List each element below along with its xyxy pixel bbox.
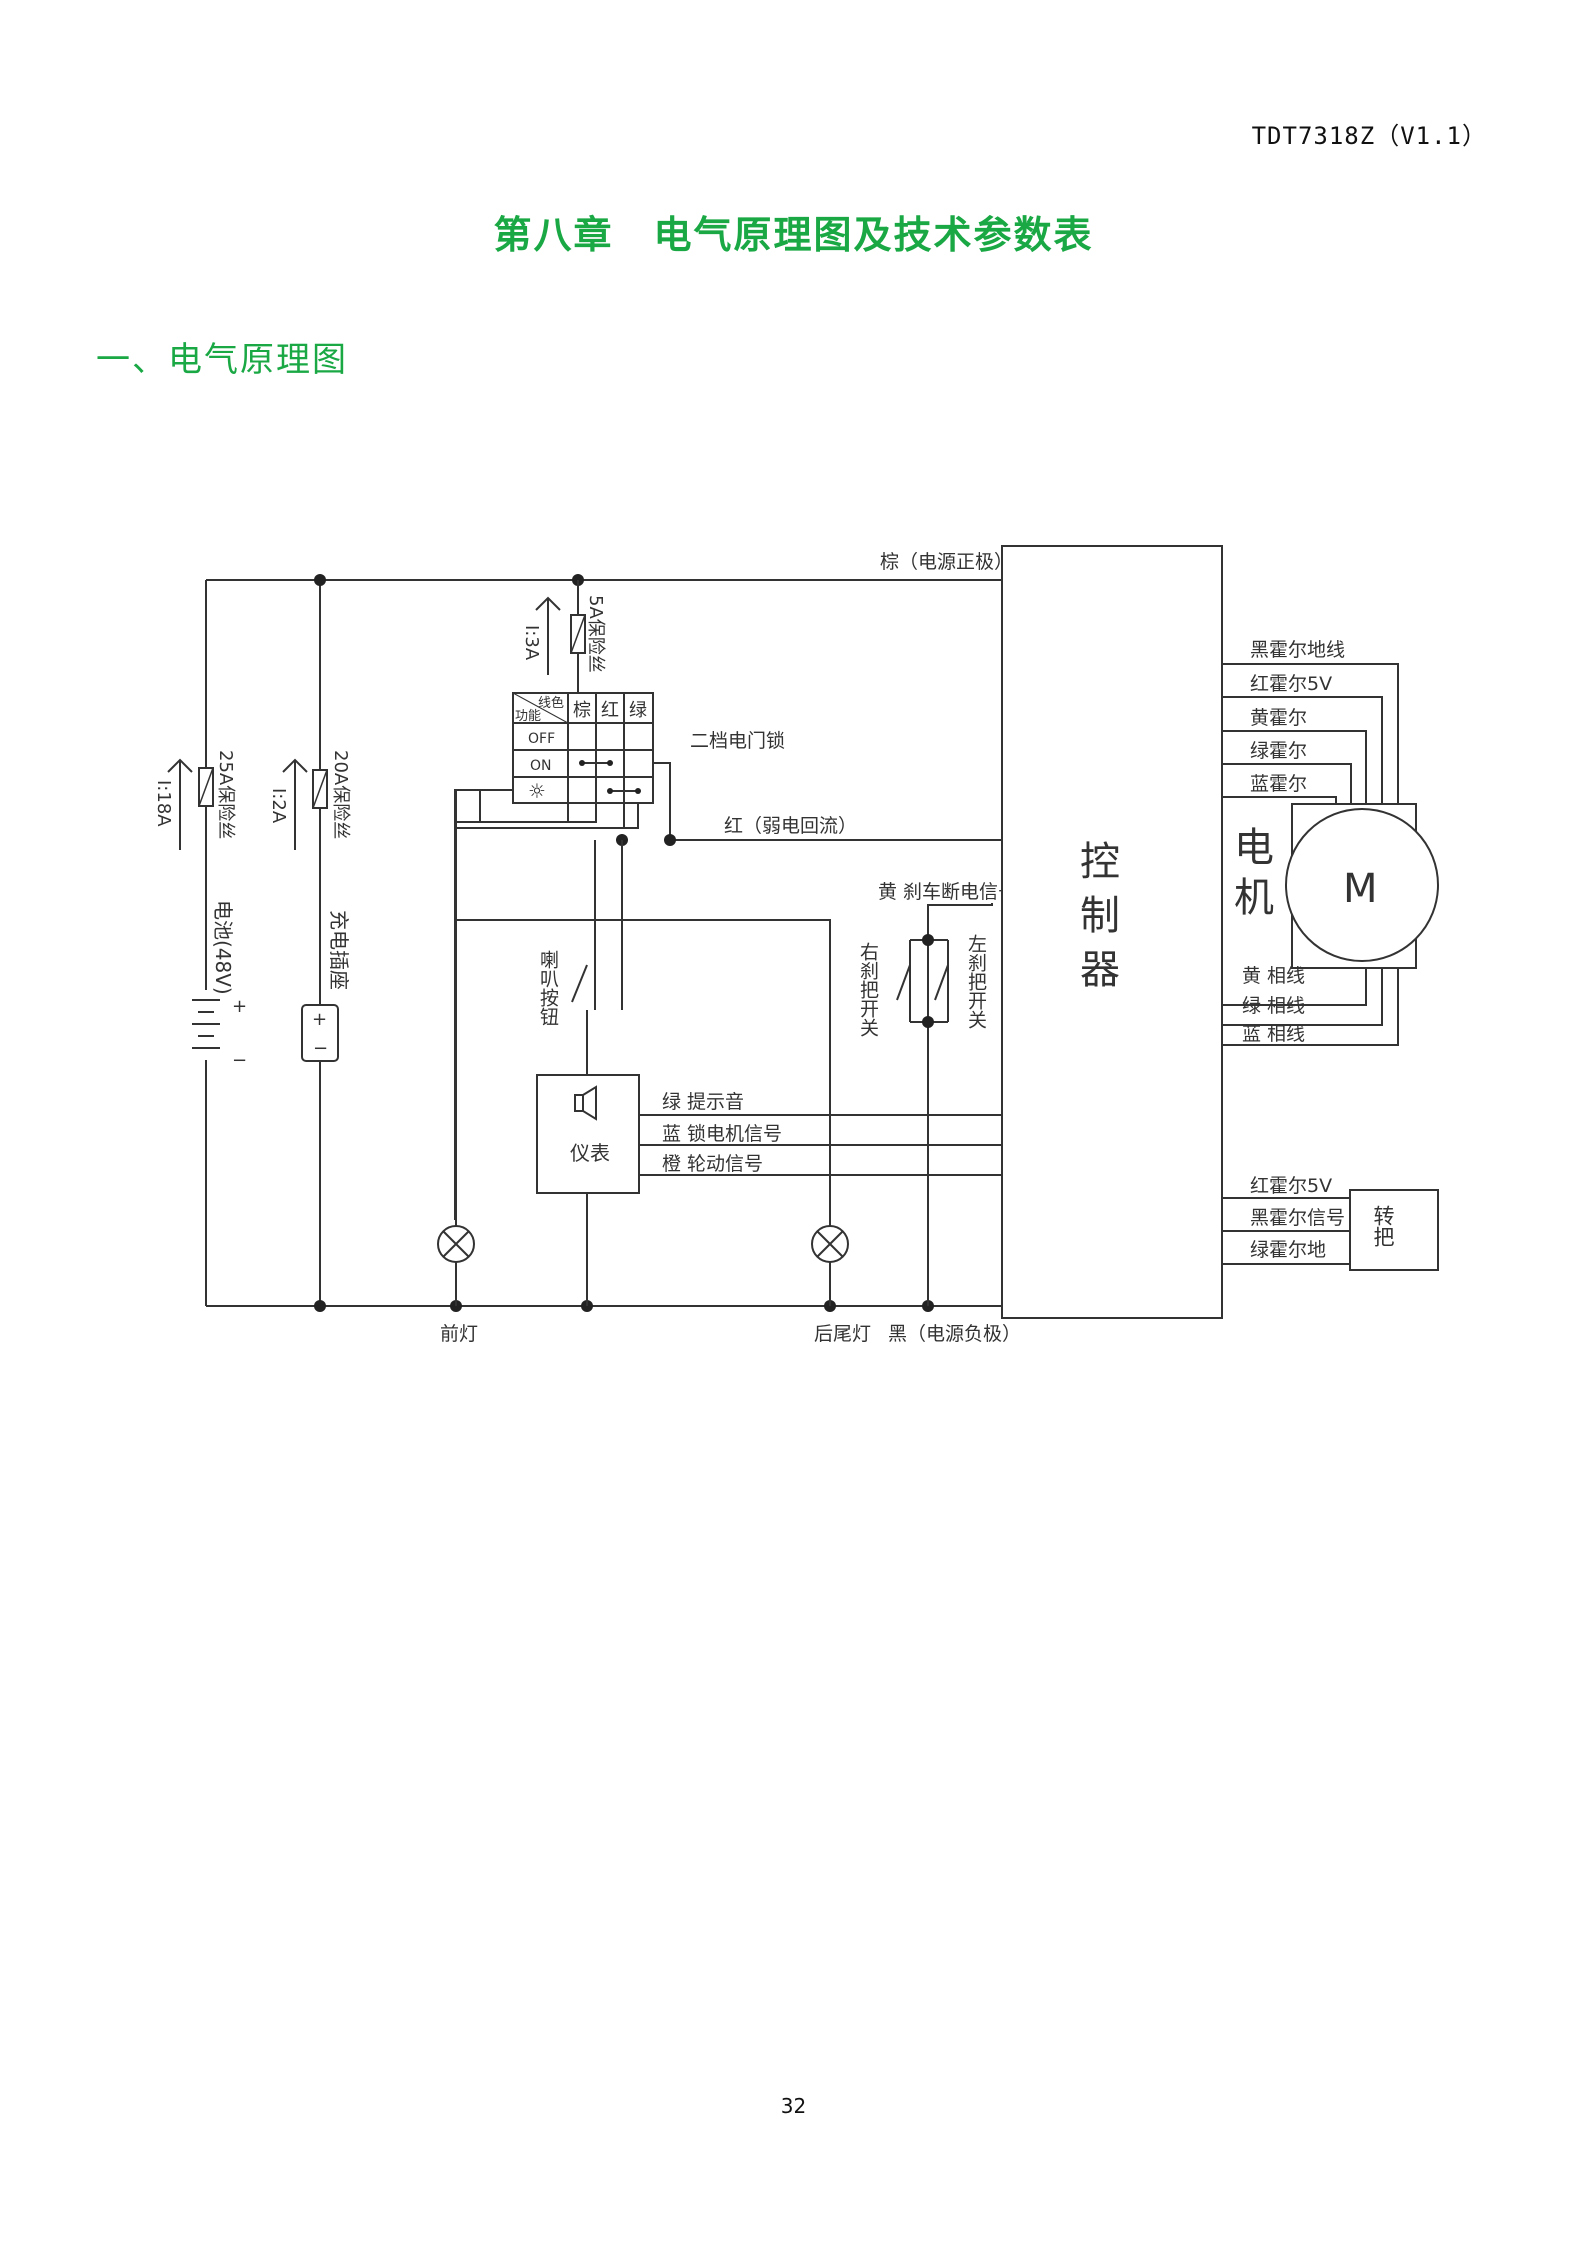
label-controller: 控制器 (1073, 840, 1119, 1002)
label-key-switch: 二档电门锁 (690, 730, 785, 752)
key-switch-wires (454, 762, 1002, 1306)
label-hall-yellow: 黄霍尔 (1250, 707, 1307, 729)
svg-text:−: − (313, 1038, 328, 1059)
motor-wires (1222, 663, 1439, 1046)
table-col-red: 红 (601, 700, 619, 721)
label-yellow-brake-signal: 黄 刹车断电信号 (878, 881, 1017, 903)
key-switch-table (512, 692, 654, 804)
label-right-brake-switch: 右刹把开关 (857, 942, 879, 1037)
table-row-light: ☼ (528, 779, 546, 803)
table-row-off: OFF (528, 731, 555, 747)
label-blue-lock-signal: 蓝 锁电机信号 (662, 1123, 782, 1145)
label-fuse-25a-current: I:18A (153, 780, 174, 827)
battery-symbol: + − (192, 990, 247, 1071)
meter-box (536, 1074, 640, 1306)
junction-dot (314, 574, 326, 586)
label-motor: 电机 (1227, 826, 1273, 926)
svg-text:−: − (232, 1050, 247, 1071)
front-light-branch (455, 828, 831, 1306)
svg-text:+: + (232, 996, 247, 1017)
svg-text:+: + (312, 1009, 327, 1030)
table-row-on: ON (530, 758, 552, 774)
label-phase-green: 绿 相线 (1242, 995, 1305, 1017)
junction-dot (664, 834, 676, 846)
label-charge-socket: 充电插座 (327, 910, 351, 990)
table-corner-bottom: 功能 (515, 709, 541, 724)
label-throttle-red-5v: 红霍尔5V (1250, 1175, 1332, 1197)
page-number: 32 (780, 2094, 807, 2118)
label-battery: 电池(48V) (211, 900, 235, 995)
label-meter: 仪表 (570, 1141, 610, 1165)
label-brown-power-positive: 棕（电源正极） (880, 551, 1013, 573)
rear-light-branch (456, 919, 849, 1306)
label-red-weak-return: 红（弱电回流） (724, 815, 857, 837)
label-left-brake-switch: 左刹把开关 (965, 934, 987, 1029)
label-throttle: 转把 (1371, 1205, 1395, 1247)
table-corner-top: 线色 (538, 695, 564, 711)
label-green-prompt: 绿 提示音 (662, 1091, 744, 1113)
front-light-lamp (437, 1220, 475, 1306)
chapter-title: 第八章 电气原理图及技术参数表 (493, 213, 1094, 257)
section-title: 一、电气原理图 (96, 340, 348, 380)
table-col-brown: 棕 (573, 700, 591, 721)
label-rear-light: 后尾灯 (814, 1323, 871, 1345)
label-fuse-20a: 20A保险丝 (330, 750, 351, 839)
controller-box (1001, 545, 1223, 1319)
label-fuse-5a: 5A保险丝 (585, 595, 606, 673)
label-horn-button: 喇叭按钮 (537, 950, 559, 1026)
fuse-20a (282, 758, 328, 850)
label-hall-black-ground: 黑霍尔地线 (1250, 639, 1345, 661)
label-hall-red-5v: 红霍尔5V (1250, 673, 1332, 695)
label-phase-yellow: 黄 相线 (1242, 965, 1305, 987)
document-code: TDT7318Z（V1.1） (1251, 122, 1487, 150)
junction-dot (922, 1016, 934, 1028)
label-phase-blue: 蓝 相线 (1242, 1023, 1305, 1045)
label-fuse-20a-current: I:2A (268, 788, 289, 824)
label-hall-blue: 蓝霍尔 (1250, 773, 1307, 795)
power-rails (205, 579, 1002, 1307)
meter-signal-lines (639, 1114, 1002, 1176)
label-throttle-green-ground: 绿霍尔地 (1250, 1239, 1326, 1261)
label-black-power-negative: 黑（电源负极） (888, 1323, 1021, 1345)
label-fuse-25a: 25A保险丝 (215, 750, 236, 839)
horn-button-symbol (571, 840, 623, 1075)
throttle-box (1222, 1189, 1439, 1271)
label-orange-wheel-signal: 橙 轮动信号 (662, 1153, 763, 1175)
table-col-green: 绿 (629, 700, 647, 721)
motor-symbol: M (1343, 866, 1378, 912)
junction-dot (314, 1300, 326, 1312)
charge-socket-symbol: + − (301, 1004, 339, 1062)
fuse-5a (535, 580, 586, 693)
fuse-25a (167, 758, 214, 850)
label-fuse-5a-current: I:3A (521, 625, 542, 661)
label-throttle-black-signal: 黑霍尔信号 (1250, 1207, 1345, 1229)
brake-switches (896, 903, 993, 1306)
label-hall-green: 绿霍尔 (1250, 740, 1307, 762)
junction-dot (922, 934, 934, 946)
label-front-light: 前灯 (440, 1323, 478, 1345)
